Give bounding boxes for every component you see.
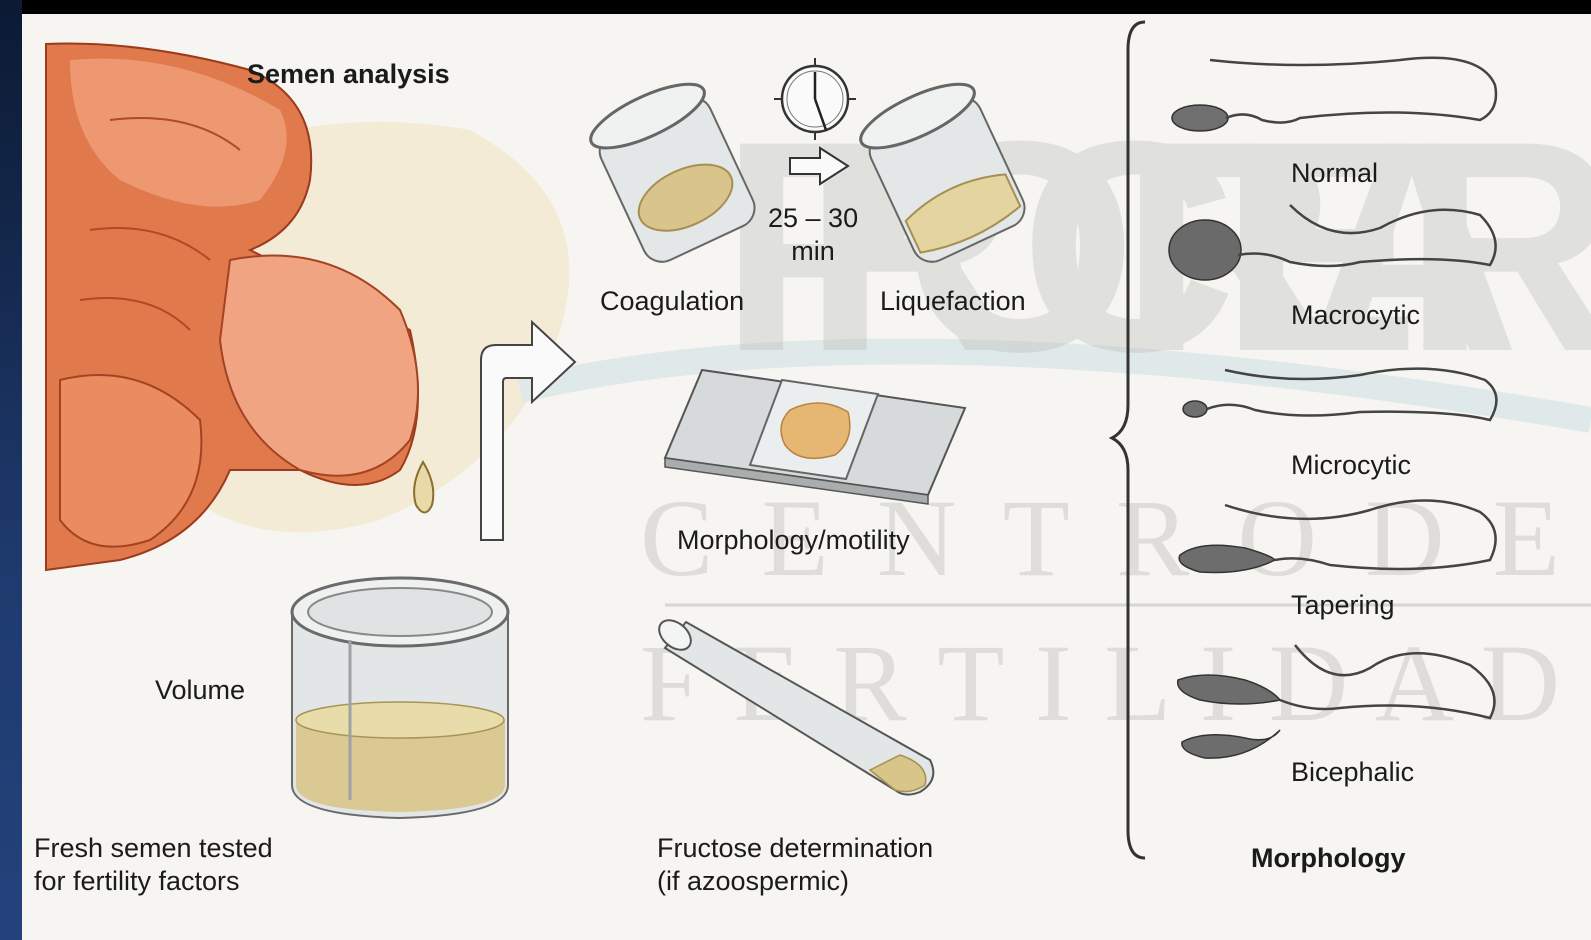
label-volume: Volume [155, 674, 245, 707]
label-coagulation: Coagulation [600, 285, 744, 318]
label-fresh-semen: Fresh semen tested for fertility factors [34, 832, 273, 898]
top-border [0, 0, 1591, 14]
morph-label-tapering: Tapering [1291, 589, 1395, 622]
label-fructose: Fructose determination (if azoospermic) [657, 832, 933, 898]
morph-label-bicephalic: Bicephalic [1291, 756, 1414, 789]
label-time: 25 – 30 min [768, 202, 858, 268]
morph-label-normal: Normal [1291, 157, 1378, 190]
diagram-title: Semen analysis [247, 58, 450, 91]
label-liquefaction: Liquefaction [880, 285, 1026, 318]
morph-label-microcytic: Microcytic [1291, 449, 1411, 482]
workflow-arrow [481, 322, 575, 540]
morph-label-macrocytic: Macrocytic [1291, 299, 1420, 332]
volume-jar [292, 578, 508, 818]
left-border [0, 0, 22, 940]
label-morphology-motility: Morphology/motility [677, 524, 910, 557]
diagram-paper: PROCREAR C E N T R O D E F E R T I L I D… [22, 14, 1591, 940]
morphology-heading: Morphology [1251, 842, 1405, 875]
